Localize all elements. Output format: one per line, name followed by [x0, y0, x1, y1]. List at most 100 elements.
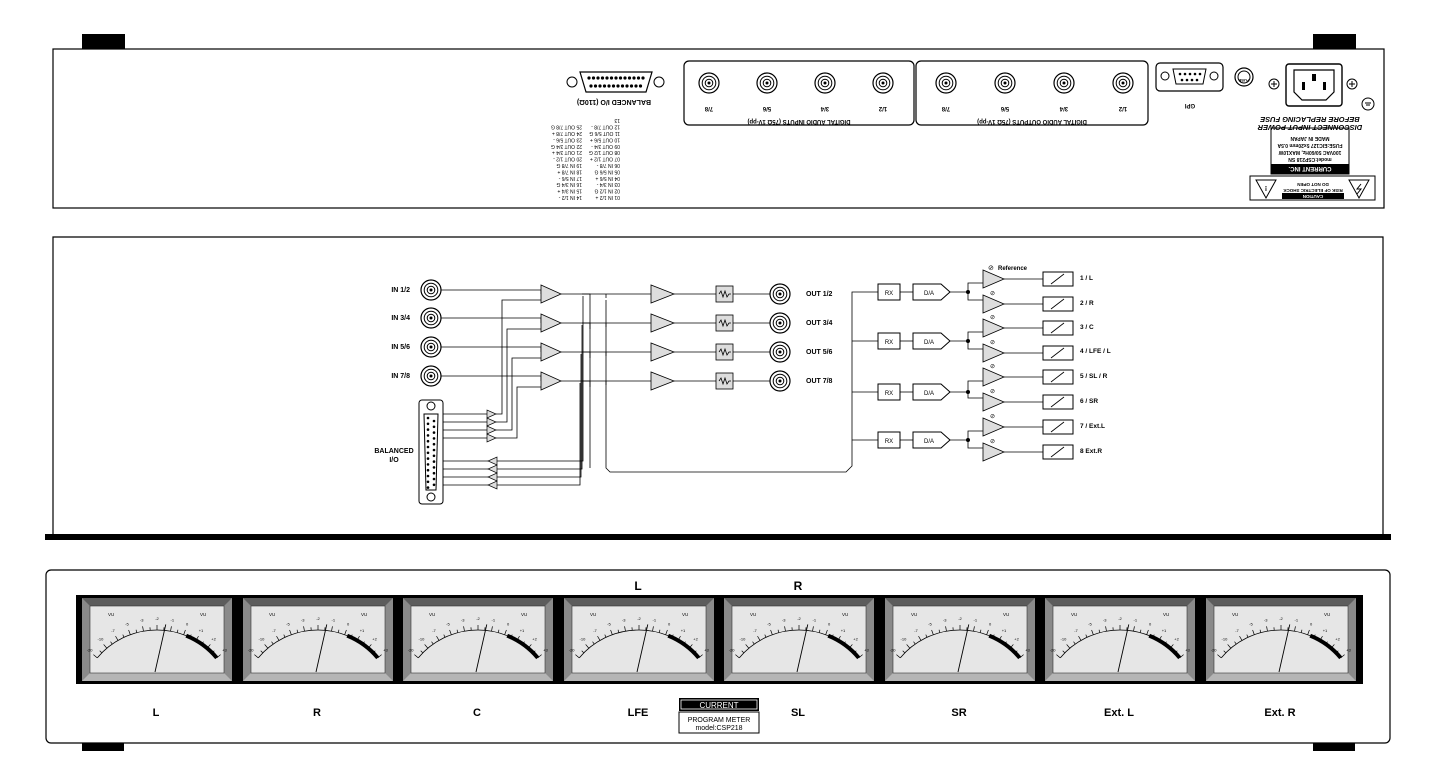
- meter-tick: [1307, 629, 1310, 635]
- diagram-input-bnc: [420, 307, 442, 329]
- bezel-shade: [403, 673, 553, 681]
- bezel-shade: [1045, 598, 1195, 606]
- meter-tick: [831, 634, 834, 638]
- meter-tick: [1066, 644, 1071, 649]
- meter-tick: [610, 629, 613, 635]
- output-label-1: OUT 1/2: [806, 291, 833, 298]
- meter-scale-number: +1: [681, 628, 686, 633]
- meter-tick: [1152, 634, 1155, 638]
- db25-pin: [589, 84, 593, 88]
- pin-list-entry: 22 OUT 3/4 G: [551, 143, 582, 149]
- signal-line: [967, 341, 983, 350]
- output-label-3: OUT 5/6: [806, 349, 833, 356]
- meter-scale-number: -3: [622, 617, 626, 622]
- meter-tick: [1313, 634, 1316, 638]
- bnc-ring: [772, 286, 788, 302]
- meter-tick: [665, 629, 668, 635]
- input-label-1: IN 1/2: [391, 287, 410, 294]
- meter-needle: [1117, 624, 1130, 673]
- bezel-shade: [1206, 598, 1356, 606]
- meter-scale-number: -5: [928, 621, 932, 626]
- meter-vu-label: VU: [1324, 612, 1330, 617]
- bnc-pin: [707, 81, 711, 85]
- bnc-inner: [704, 78, 714, 88]
- meter-red-zone: [346, 633, 380, 660]
- meter-tick: [449, 629, 452, 635]
- signal-line: [497, 383, 581, 486]
- meter-tick: [283, 634, 286, 638]
- diagram-output-bnc: [769, 370, 791, 392]
- meter-output-4: 4 / LFE / L: [1080, 348, 1111, 355]
- db25-screw: [426, 492, 436, 502]
- pin-list-entry: 07 OUT 1/2 +: [590, 156, 620, 162]
- bnc-pin: [429, 288, 433, 292]
- meter-tick: [617, 629, 620, 633]
- meter-red-zone: [1309, 633, 1343, 660]
- balanced-label-line-2: I/O: [389, 457, 399, 464]
- meter-tick: [491, 626, 493, 632]
- meter-scale-number: -3: [1103, 617, 1107, 622]
- model-badge: CURRENT PROGRAM METER model:CSP218: [678, 698, 760, 734]
- driver-amp: [650, 313, 676, 333]
- gpi-pin: [1180, 78, 1184, 82]
- diagram-base-bar: [45, 534, 1391, 540]
- meter-tick: [510, 634, 513, 638]
- db25-pin: [616, 84, 620, 88]
- db25-pin: [641, 76, 645, 80]
- meter-tick: [1325, 641, 1328, 645]
- meter-tick: [1133, 626, 1135, 632]
- meter-tick: [337, 629, 340, 633]
- meter-output-3: 3 / C: [1080, 324, 1094, 331]
- signal-line: [1050, 371, 1065, 383]
- meter-scale-number: -5: [1088, 621, 1092, 626]
- meter-tick: [201, 641, 204, 645]
- db25-pin: [609, 76, 614, 80]
- caution-label: ! CAUTION RISK OF ELECTRIC SHOCK DO NOT …: [1249, 175, 1376, 201]
- signal-line: [1050, 298, 1065, 310]
- meter-tick: [189, 634, 192, 638]
- meter-scale-number: -10: [1061, 637, 1068, 642]
- meter-tick: [128, 629, 131, 635]
- bnc-ring: [938, 75, 954, 91]
- pin-list-entry: 17 IN 5/6 -: [558, 175, 582, 181]
- meter-tick: [575, 654, 580, 659]
- meter-scale-number: -1: [331, 617, 335, 622]
- meter-tick: [837, 635, 841, 641]
- channel-label-5: SL: [791, 707, 805, 719]
- diagram-output-bnc: [769, 312, 791, 334]
- meter-tick: [770, 629, 773, 635]
- meter-tick: [183, 629, 186, 635]
- bezel-shade: [885, 673, 1035, 681]
- bnc-output-connector: [935, 72, 957, 94]
- block-diagram: ⊘⊘⊘⊘⊘⊘⊘ IN 1/2 IN 3/4 IN 5/6 IN 7/8 OUT …: [45, 236, 1391, 540]
- rx-label: RX: [885, 391, 893, 397]
- meter-scale-number: -7: [1235, 628, 1239, 633]
- meter-output-6: 6 / SR: [1080, 398, 1098, 405]
- meter-scale-number: -2: [316, 616, 320, 621]
- meter-scale-number: +3: [383, 647, 388, 652]
- db25-pin: [598, 84, 602, 88]
- bnc-ring: [423, 368, 439, 384]
- db25-shell: [579, 71, 653, 93]
- phase-icon: ⊘: [990, 389, 995, 395]
- meter-scale-number: +2: [1174, 637, 1179, 642]
- meter-scale-number: 0: [989, 621, 992, 626]
- meter-tick: [420, 650, 424, 654]
- front-foot-right: [1313, 742, 1355, 751]
- input-label-3: IN 5/6: [391, 344, 410, 351]
- pin-list-entry: 13: [614, 117, 620, 123]
- caution-shock-triangle: [1348, 179, 1370, 200]
- db25-pin: [426, 428, 430, 431]
- meter-face: [89, 605, 225, 674]
- signal-line: [967, 392, 983, 399]
- meter-tick: [195, 635, 199, 641]
- meter-output-2: 2 / R: [1080, 300, 1094, 307]
- meter-tick: [698, 654, 703, 659]
- digital-inputs-frame: [683, 60, 915, 126]
- meter-tick: [931, 629, 934, 635]
- spec-line-4: MADE IN JAPAN: [1290, 135, 1329, 141]
- meter-amp: [982, 343, 1006, 363]
- signal-line: [1050, 273, 1065, 285]
- meter-tick: [1019, 654, 1024, 659]
- meter-scale-number: -7: [272, 628, 276, 633]
